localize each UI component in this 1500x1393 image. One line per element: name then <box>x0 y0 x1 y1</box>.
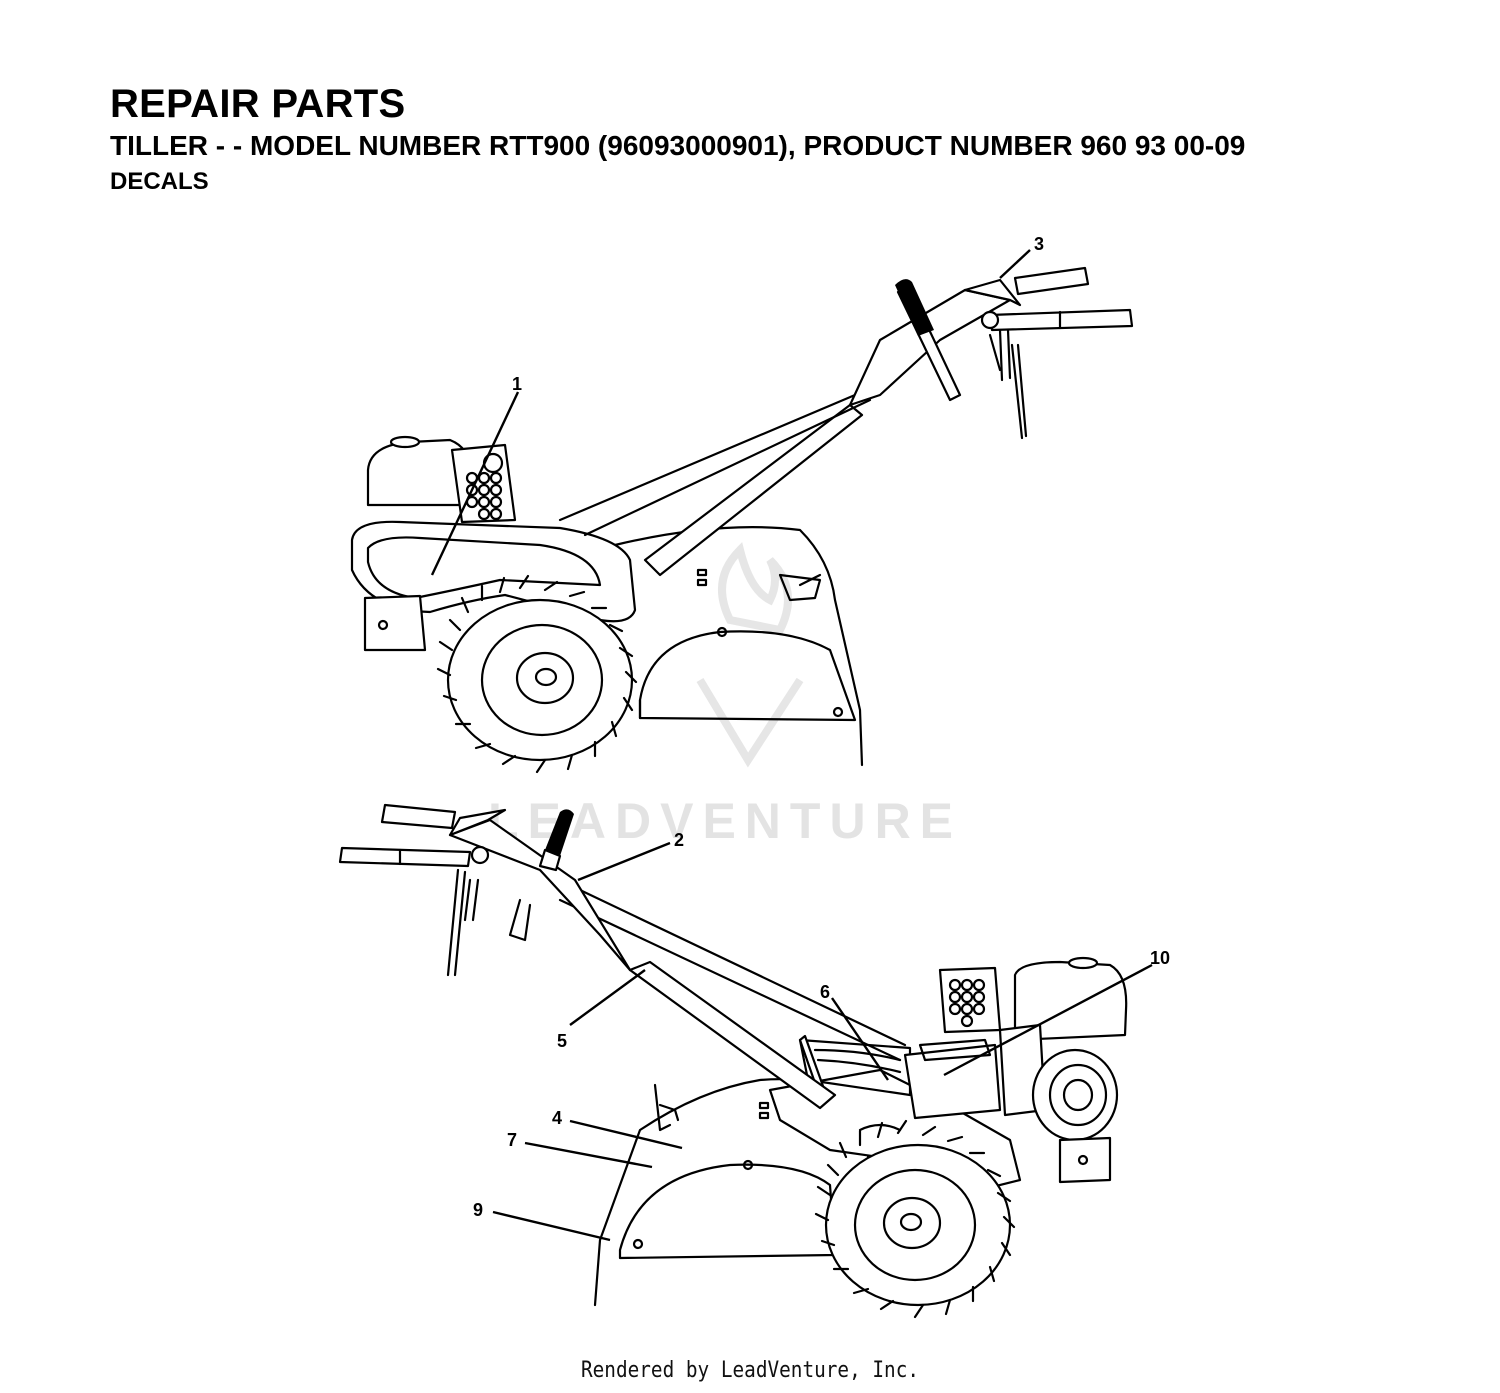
callout-5: 5 <box>557 1031 567 1051</box>
callout-7: 7 <box>507 1130 517 1150</box>
leader-2 <box>577 841 671 882</box>
leader-1 <box>430 391 520 576</box>
page-subtitle: TILLER - - MODEL NUMBER RTT900 (96093000… <box>110 130 1246 161</box>
leader-9 <box>492 1210 611 1242</box>
callout-1: 1 <box>512 374 522 394</box>
page-title: REPAIR PARTS <box>110 82 406 126</box>
footer-credit: Rendered by LeadVenture, Inc. <box>580 1358 920 1383</box>
callout-10: 10 <box>1150 948 1170 968</box>
callout-3: 3 <box>1034 234 1044 254</box>
leader-10 <box>943 963 1153 1077</box>
leader-6 <box>831 997 889 1081</box>
watermark-logo-icon <box>696 542 804 768</box>
lower-tiller-drawing <box>338 803 1128 1319</box>
upper-tire-treads <box>436 574 638 774</box>
callout-leaders <box>430 249 1153 1242</box>
section-title: DECALS <box>110 168 209 195</box>
upper-tiller-drawing <box>350 266 1134 774</box>
leader-5 <box>569 969 646 1026</box>
callout-2: 2 <box>674 830 684 850</box>
callout-4: 4 <box>552 1108 562 1128</box>
callout-labels: 1 2 3 4 5 6 7 9 10 <box>473 234 1170 1220</box>
leader-7 <box>524 1141 653 1169</box>
callout-9: 9 <box>473 1200 483 1220</box>
callout-6: 6 <box>820 982 830 1002</box>
leader-4 <box>569 1119 683 1150</box>
leader-3 <box>999 249 1031 279</box>
lower-tire-treads <box>814 1119 1016 1319</box>
lower-engine-grill <box>948 978 986 1028</box>
